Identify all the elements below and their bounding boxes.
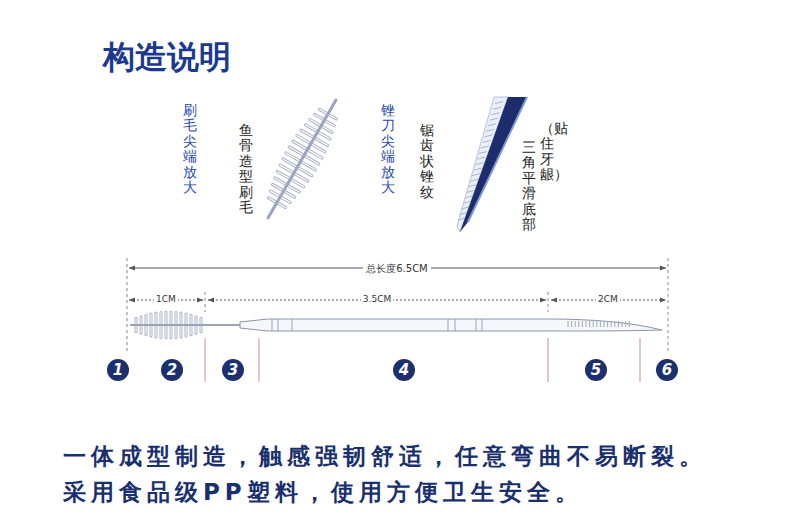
callout-outline [214,96,363,259]
file-tooth [465,196,473,198]
file-tooth [472,174,480,176]
file-tooth [571,321,572,327]
callout-number: 1 [107,359,129,381]
file-tooth [575,321,576,327]
callout-number-text: 6 [662,359,672,381]
file-tooth [618,321,619,327]
callout-outline [409,96,560,259]
file-tooth [468,185,476,187]
zoom-label: 锉刀尖端放大 [381,103,395,195]
file-tooth [586,321,587,327]
callout-number-text: 1 [113,359,123,381]
file-tooth [470,179,478,181]
part-note: 鱼骨造型刷毛 [239,123,253,215]
callout-number-text: 5 [591,359,601,381]
callout-outline [213,95,363,261]
callout-number: 4 [393,359,415,381]
file-tooth [589,321,590,327]
callout-number: 6 [656,359,678,381]
callout-number-text: 4 [399,359,409,381]
callout-number-text: 3 [228,359,238,381]
file-tooth [491,113,499,115]
zoom-label: 刷毛尖端放大 [183,103,197,195]
title: 构造说明 [103,36,231,80]
file-tooth [495,102,503,104]
callout-box: 刷毛尖端放大鱼骨造型刷毛 [213,95,363,245]
dimension: 总长度6.5CM [363,262,431,276]
file-tooth [461,207,469,209]
file-tooth [604,321,605,327]
file-tooth [474,168,482,170]
file-tooth [614,321,615,327]
file-tooth [622,321,623,327]
file-tooth [607,321,608,327]
file-tooth [490,118,498,120]
dimension: 2CM [596,294,620,304]
file-tooth [463,201,471,203]
file-tooth [582,321,583,327]
file-tooth [475,163,483,165]
file-tooth [568,321,569,327]
file-tooth [596,321,597,327]
dimension: 3.5CM [361,294,393,304]
file-tooth [467,190,475,192]
file-tooth [611,321,612,327]
callout-number: 5 [585,359,607,381]
note: 采用食品级PP塑料，使用方便卫生安全。 [63,477,583,508]
file-tooth [484,135,492,137]
file-tooth [483,140,491,142]
file-tooth [477,157,485,159]
part-note: 三角平滑底部 [522,140,536,232]
file-tooth [625,321,626,327]
file-tooth [578,321,579,327]
callout-number: 2 [161,359,183,381]
dimension: 1CM [154,294,178,304]
file-tooth [488,124,496,126]
file-tooth [593,321,594,327]
file-tooth [629,321,630,327]
callout-box: 锉刀尖端放大锯齿状锉纹三角平滑底部（贴住牙龈） [408,95,560,245]
callout-number: 3 [222,359,244,381]
part-note: （贴住牙龈） [540,121,554,183]
note: 一体成型制造，触感强韧舒适，任意弯曲不易断裂。 [63,441,707,472]
callout-number-text: 2 [167,359,177,381]
file-tooth [600,321,601,327]
part-note: 锯齿状锉纹 [420,123,434,200]
file-tooth [486,129,494,131]
file-tooth [493,107,501,109]
file-tooth [479,151,487,153]
file-tooth [481,146,489,148]
